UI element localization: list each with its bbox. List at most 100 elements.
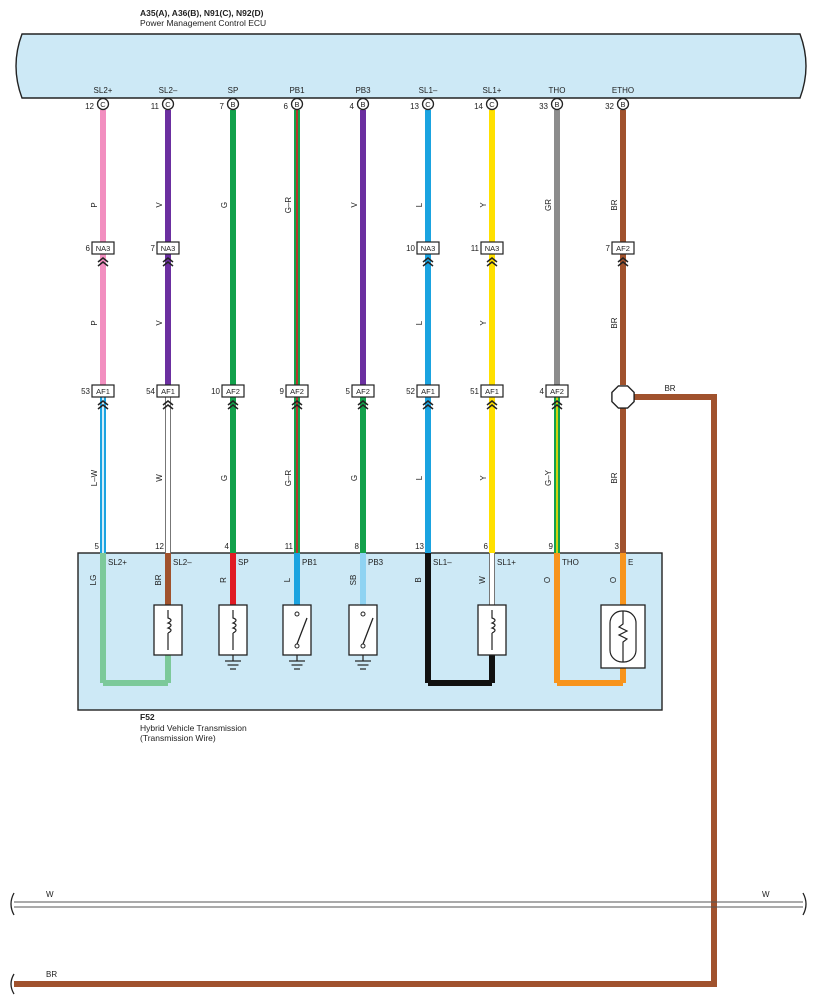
col-7-ecu-conn-letter: B [554,100,559,109]
col-2-comp-signal: SP [238,558,249,567]
col-5-comp-wire: B [414,577,423,582]
col-7-wire-color-1: GR [544,199,553,211]
col-2-wire-color-3: G [220,475,229,481]
col-0-lower-conn-chevron [97,400,109,406]
col-8-mid-pin: 7 [606,244,611,253]
splice-branch-wire [14,394,717,987]
splice-label: BR [664,384,675,393]
col-1-mid-conn-chevron [162,261,174,267]
col-7-signal: THO [549,86,566,95]
col-7-wire-color-3: G–Y [544,469,553,486]
col-6-lower-conn-label: AF1 [485,387,499,396]
col-2-lower-conn-label: AF2 [226,387,240,396]
col-0-comp-signal: SL2+ [108,558,127,567]
col-0-ecu-pin: 12 [85,102,94,111]
component-name: Hybrid Vehicle Transmission [140,723,247,733]
col-0-mid-conn [91,241,115,255]
col-0-mid-conn-chevron [97,261,109,267]
col-1-comp-signal: SL2– [173,558,192,567]
col-2-lower-conn-chevron [227,404,239,410]
col-1-ecu-conn-letter: C [165,100,171,109]
col-4-comp-signal: PB3 [368,558,384,567]
col-2-lower-pin: 10 [211,387,220,396]
col-4-wire-color-3: G [350,475,359,481]
col-8-comp-signal: E [628,558,633,567]
col-8-comp-wire: O [609,577,618,583]
col-2-lower-conn-chevron [227,400,239,406]
col-5-lower-conn-label: AF1 [421,387,435,396]
ecu-title: A35(A), A36(B), N91(C), N92(D) [140,8,264,18]
col-7-lower-conn-label: AF2 [550,387,564,396]
col-8-mid-conn-chevron [617,261,629,267]
col-5-mid-pin: 10 [406,244,415,253]
col-0-comp-pin: 5 [95,542,100,551]
col-1-comp-pin: 12 [155,542,164,551]
col-6-comp-pin: 6 [484,542,489,551]
col-5-wire-color-2: L [415,320,424,325]
wires-layer [14,110,717,987]
col-4-lower-conn-label: AF2 [356,387,370,396]
col-1-ecu-pin: 11 [151,102,160,111]
col-8-wire-color-3: BR [610,472,619,483]
col-1-lower-conn-chevron [162,404,174,410]
col-6-mid-conn-chevron [486,257,498,263]
col-5-mid-conn [416,241,440,255]
col-5-signal: SL1– [419,86,438,95]
col-8-ecu-conn [616,97,630,111]
solenoid-sl1-coil [490,610,496,650]
col-6-signal: SL1+ [483,86,502,95]
col-5-ecu-conn-letter: C [425,100,431,109]
col-4-signal: PB3 [355,86,371,95]
col-2-lower-conn [221,384,245,398]
col-1-wire-color-1: V [155,202,164,208]
col-4-wire-color-1: V [350,202,359,208]
col-1-mid-pin: 7 [151,244,156,253]
col-0-comp-wire: LG [89,575,98,586]
col-6-lower-conn-chevron [486,404,498,410]
col-2-wire-color-1: G [220,202,229,208]
col-2-ecu-pin: 7 [220,102,225,111]
col-6-mid-conn-label: NA3 [485,244,500,253]
col-0-wire-color-2: P [90,320,99,325]
component-ref: F52 [140,712,155,722]
bottom-line-br: BR [10,970,57,995]
col-0-wire-color-3: L–W [90,469,99,486]
col-0-wire-color-1: P [90,202,99,207]
col-3-signal: PB1 [289,86,305,95]
col-6-mid-conn-chevron [486,261,498,267]
switch-pb3-c1 [360,611,366,617]
col-8-signal: ETHO [612,86,634,95]
col-0-ecu-conn-letter: C [100,100,106,109]
col-5-ecu-pin: 13 [410,102,419,111]
col-1-mid-conn-chevron [162,257,174,263]
labels-layer: SL2+12PPNA36L–WAF153C5SL2+LGSL2–11VVNA37… [81,86,676,670]
col-5-lower-conn [416,384,440,398]
col-6-wire-color-2: Y [479,320,488,326]
col-4-comp-wire: SB [349,575,358,586]
col-6-mid-conn [480,241,504,255]
col-5-wire-color-3: L [415,475,424,480]
col-4-lower-pin: 5 [346,387,351,396]
col-7-lower-pin: 4 [540,387,545,396]
col-3-wire-color-1: G–R [284,197,293,214]
col-3-ecu-conn [290,97,304,111]
col-5-mid-conn-chevron [422,261,434,267]
col-6-comp-wire: W [478,576,487,584]
col-1-mid-conn [156,241,180,255]
col-4-ecu-conn-letter: B [360,100,365,109]
col-7-ecu-conn [550,97,564,111]
col-2-ecu-conn [226,97,240,111]
col-3-ecu-pin: 6 [284,102,289,111]
col-7-lower-conn-chevron [551,404,563,410]
col-6-wire-color-3: Y [479,475,488,481]
col-8-ecu-pin: 32 [605,102,614,111]
col-5-comp-pin: 13 [415,542,424,551]
col-7-comp-wire: O [543,577,552,583]
col-6-wire-color-1: Y [479,202,488,208]
col-5-wire-color-1: L [415,202,424,207]
col-1-lower-pin: 54 [146,387,155,396]
col-8-wire-color-1: BR [610,199,619,210]
col-0-lower-conn [91,384,115,398]
col-6-lower-pin: 51 [470,387,479,396]
